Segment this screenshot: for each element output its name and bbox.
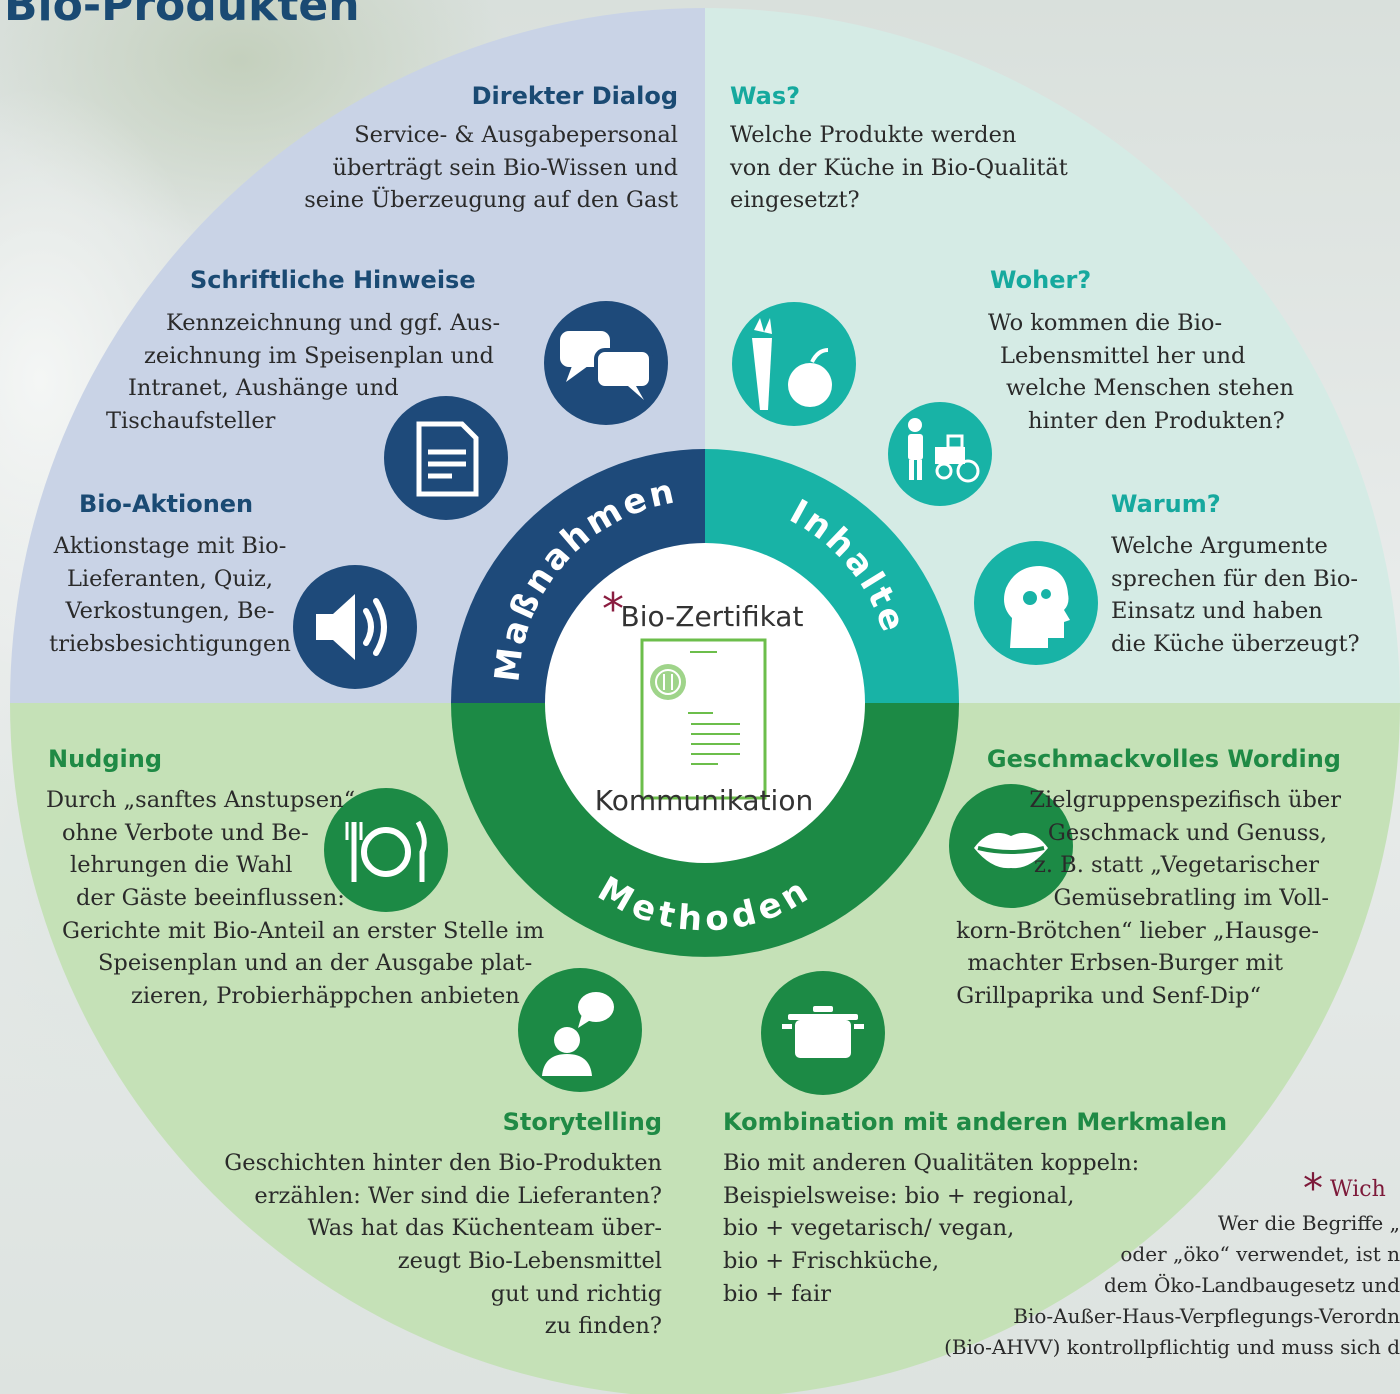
speaker-icon [293, 565, 417, 689]
text-line: Verkostungen, Be- [65, 598, 275, 625]
heading-kombination: Kombination mit anderen Merkmalen [723, 1108, 1228, 1136]
page-title: Bio-Produkten [4, 0, 360, 31]
farmer-tractor-icon [888, 402, 992, 506]
text-line: Wo kommen die Bio- [988, 310, 1223, 336]
lips-icon [949, 784, 1073, 908]
text-line: dem Öko-Landbaugesetz und [1103, 1273, 1400, 1297]
text-line: zeugt Bio-Lebensmittel [397, 1247, 662, 1274]
text-line: Gerichte mit Bio-Anteil an erster Stelle… [62, 917, 545, 944]
text-line: sprechen für den Bio- [1111, 565, 1359, 592]
text-line: Lebensmittel her und [1000, 342, 1246, 369]
text-line: Wer die Begriffe „ [1217, 1211, 1400, 1235]
text-line: Aktionstage mit Bio- [53, 533, 287, 559]
text-line: bio + Frischküche, [723, 1247, 940, 1274]
text-line: Beispielsweise: bio + regional, [723, 1182, 1075, 1209]
heading-schriftliche-hinweise: Schriftliche Hinweise [190, 266, 476, 294]
document-icon [384, 396, 508, 520]
text-line: bio + fair [723, 1280, 831, 1307]
text-line: welche Menschen stehen [1006, 375, 1294, 402]
text-line: Bio-Außer-Haus-Verpflegungs-Verordn [1013, 1304, 1400, 1328]
text-line: machter Erbsen-Burger mit [967, 950, 1283, 977]
heading-wording: Geschmackvolles Wording [986, 745, 1341, 773]
text-kombination: Bio mit anderen Qualitäten koppeln: Beis… [723, 1147, 1139, 1310]
heading-storytelling: Storytelling [502, 1108, 662, 1136]
text-line: Lieferanten, Quiz, [66, 565, 274, 592]
text-line: Geschichten hinter den Bio-Produkten [224, 1150, 662, 1176]
text-line: ohne Verbote und Be- [62, 819, 309, 846]
heading-woher: Woher? [990, 266, 1092, 294]
center-asterisk: * [602, 584, 624, 635]
certificate-document-icon [640, 638, 767, 800]
text-line: seine Überzeugung auf den Gast [304, 187, 678, 214]
plate-cutlery-icon [324, 788, 448, 912]
text-line: der Gäste beeinflussen: [76, 884, 345, 911]
heading-warum: Warum? [1111, 490, 1221, 518]
heading-was: Was? [730, 82, 801, 110]
text-line: überträgt sein Bio-Wissen und [332, 154, 679, 181]
text-line: Intranet, Aushänge und [128, 375, 399, 402]
text-woher: Wo kommen die Bio- Lebensmittel her und … [988, 307, 1294, 438]
text-line: hinter den Produkten? [1028, 407, 1285, 434]
text-line: Kennzeichnung und ggf. Aus- [166, 310, 501, 336]
text-warum: Welche Argumente sprechen für den Bio- E… [1111, 530, 1360, 661]
text-line: Tischaufsteller [106, 407, 276, 434]
text-line: erzählen: Wer sind die Lieferanten? [254, 1182, 662, 1209]
text-line: gut und richtig [490, 1280, 662, 1307]
text-direkter-dialog: Service- & Ausgabepersonal überträgt sei… [304, 119, 678, 217]
note-heading-text: Wich [1330, 1177, 1386, 1202]
text-nudging: Durch „sanftes Anstupsen“ ohne Verbote u… [46, 784, 586, 1012]
text-line: bio + vegetarisch/ vegan, [723, 1215, 1015, 1242]
text-line: Bio mit anderen Qualitäten koppeln: [723, 1150, 1140, 1176]
note-text: Wer die Begriffe „ oder „öko“ verwendet,… [900, 1208, 1400, 1363]
text-bio-aktionen: Aktionstage mit Bio- Lieferanten, Quiz, … [30, 530, 310, 661]
text-line: Geschmack und Genuss, [1047, 819, 1327, 846]
text-line: Welche Produkte werden [730, 122, 1017, 148]
center-top-label: Bio-Zertifikat [621, 600, 804, 633]
text-line: zieren, Probierhäppchen anbieten [131, 982, 520, 1009]
text-line: eingesetzt? [730, 187, 860, 214]
text-line: Durch „sanftes Anstupsen“ [46, 787, 356, 813]
text-line: oder „öko“ verwendet, ist n [1120, 1242, 1400, 1266]
text-line: korn-Brötchen“ lieber „Hausge- [956, 917, 1319, 944]
text-wording: Zielgruppenspezifisch über Geschmack und… [911, 784, 1341, 1012]
text-line: die Küche überzeugt? [1111, 630, 1360, 657]
person-speech-icon [518, 968, 642, 1092]
text-line: Welche Argumente [1111, 533, 1328, 559]
note-asterisk: * [1303, 1166, 1323, 1212]
text-line: Gemüsebratling im Voll- [1053, 884, 1329, 911]
text-line: Service- & Ausgabepersonal [354, 122, 678, 148]
carrot-apple-icon [732, 302, 856, 426]
text-line: Was hat das Küchenteam über- [307, 1215, 662, 1242]
speech-bubbles-icon [544, 301, 668, 425]
text-schriftliche-hinweise: Kennzeichnung und ggf. Aus- zeichnung im… [106, 307, 526, 438]
text-line: zeichnung im Speisenplan und [144, 342, 494, 369]
text-line: triebsbesichtigungen [49, 630, 291, 657]
heading-bio-aktionen: Bio-Aktionen [79, 490, 254, 518]
text-line: Speisenplan und an der Ausgabe plat- [98, 950, 533, 977]
text-line: von der Küche in Bio-Qualität [730, 154, 1068, 181]
head-gears-icon [974, 541, 1098, 665]
text-storytelling: Geschichten hinter den Bio-Produkten erz… [224, 1147, 662, 1343]
text-line: Grillpaprika und Senf-Dip“ [956, 982, 1261, 1009]
note-heading: * Wich [1303, 1160, 1386, 1218]
cooking-pot-icon [761, 971, 885, 1095]
text-line: z. B. statt „Vegetarischer [1034, 852, 1319, 879]
heading-nudging: Nudging [48, 745, 163, 773]
text-line: zu finden? [544, 1313, 662, 1340]
center-bottom-label: Kommunikation [595, 784, 813, 817]
text-was: Welche Produkte werden von der Küche in … [730, 119, 1068, 217]
heading-direkter-dialog: Direkter Dialog [471, 82, 678, 110]
text-line: Einsatz und haben [1111, 598, 1323, 625]
text-line: Zielgruppenspezifisch über [1029, 787, 1341, 813]
text-line: lehrungen die Wahl [70, 852, 293, 879]
text-line: (Bio-AHVV) kontrollpflichtig und muss si… [944, 1335, 1400, 1359]
